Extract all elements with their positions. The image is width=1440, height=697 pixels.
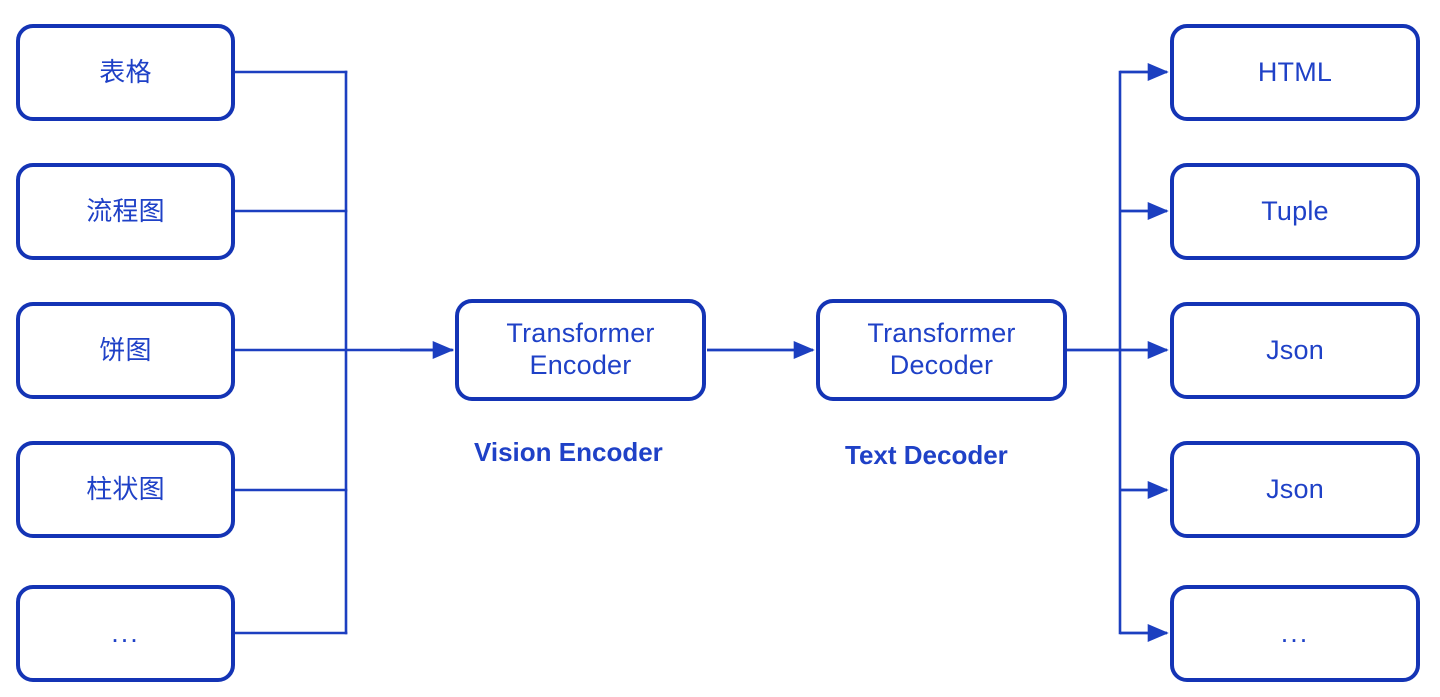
output-json-1[interactable]: Json [1170,302,1420,399]
input-more-label: ... [111,617,140,648]
transformer-decoder-line1: Transformer [867,318,1016,349]
output-json-2-label: Json [1266,473,1324,504]
output-html-label: HTML [1257,56,1333,87]
output-json-2[interactable]: Json [1170,441,1420,538]
transformer-decoder-line2: Decoder [889,350,994,380]
transformer-encoder-line1: Transformer [506,318,655,349]
transformer-decoder-label: Transformer Decoder [867,318,1015,382]
input-pie-chart-label: 饼图 [99,335,152,366]
input-flowchart[interactable]: 流程图 [16,163,235,260]
transformer-encoder-line2: Encoder [529,350,632,380]
input-table-label: 表格 [99,57,152,88]
input-bar-chart[interactable]: 柱状图 [16,441,235,538]
input-table[interactable]: 表格 [16,24,235,121]
transformer-encoder[interactable]: Transformer Encoder [455,299,706,401]
vision-encoder-caption: Vision Encoder [474,437,663,467]
text-decoder-caption: Text Decoder [845,440,1008,470]
input-bar-chart-label: 柱状图 [86,474,165,505]
input-flowchart-label: 流程图 [86,196,165,227]
input-more[interactable]: ... [16,585,235,682]
output-more-label: ... [1280,617,1310,648]
transformer-decoder[interactable]: Transformer Decoder [816,299,1067,401]
output-html[interactable]: HTML [1170,24,1420,121]
transformer-encoder-label: Transformer Encoder [506,318,654,382]
output-json-1-label: Json [1266,334,1324,365]
output-tuple[interactable]: Tuple [1170,163,1420,260]
output-more[interactable]: ... [1170,585,1420,682]
output-tuple-label: Tuple [1261,195,1329,226]
input-pie-chart[interactable]: 饼图 [16,302,235,399]
